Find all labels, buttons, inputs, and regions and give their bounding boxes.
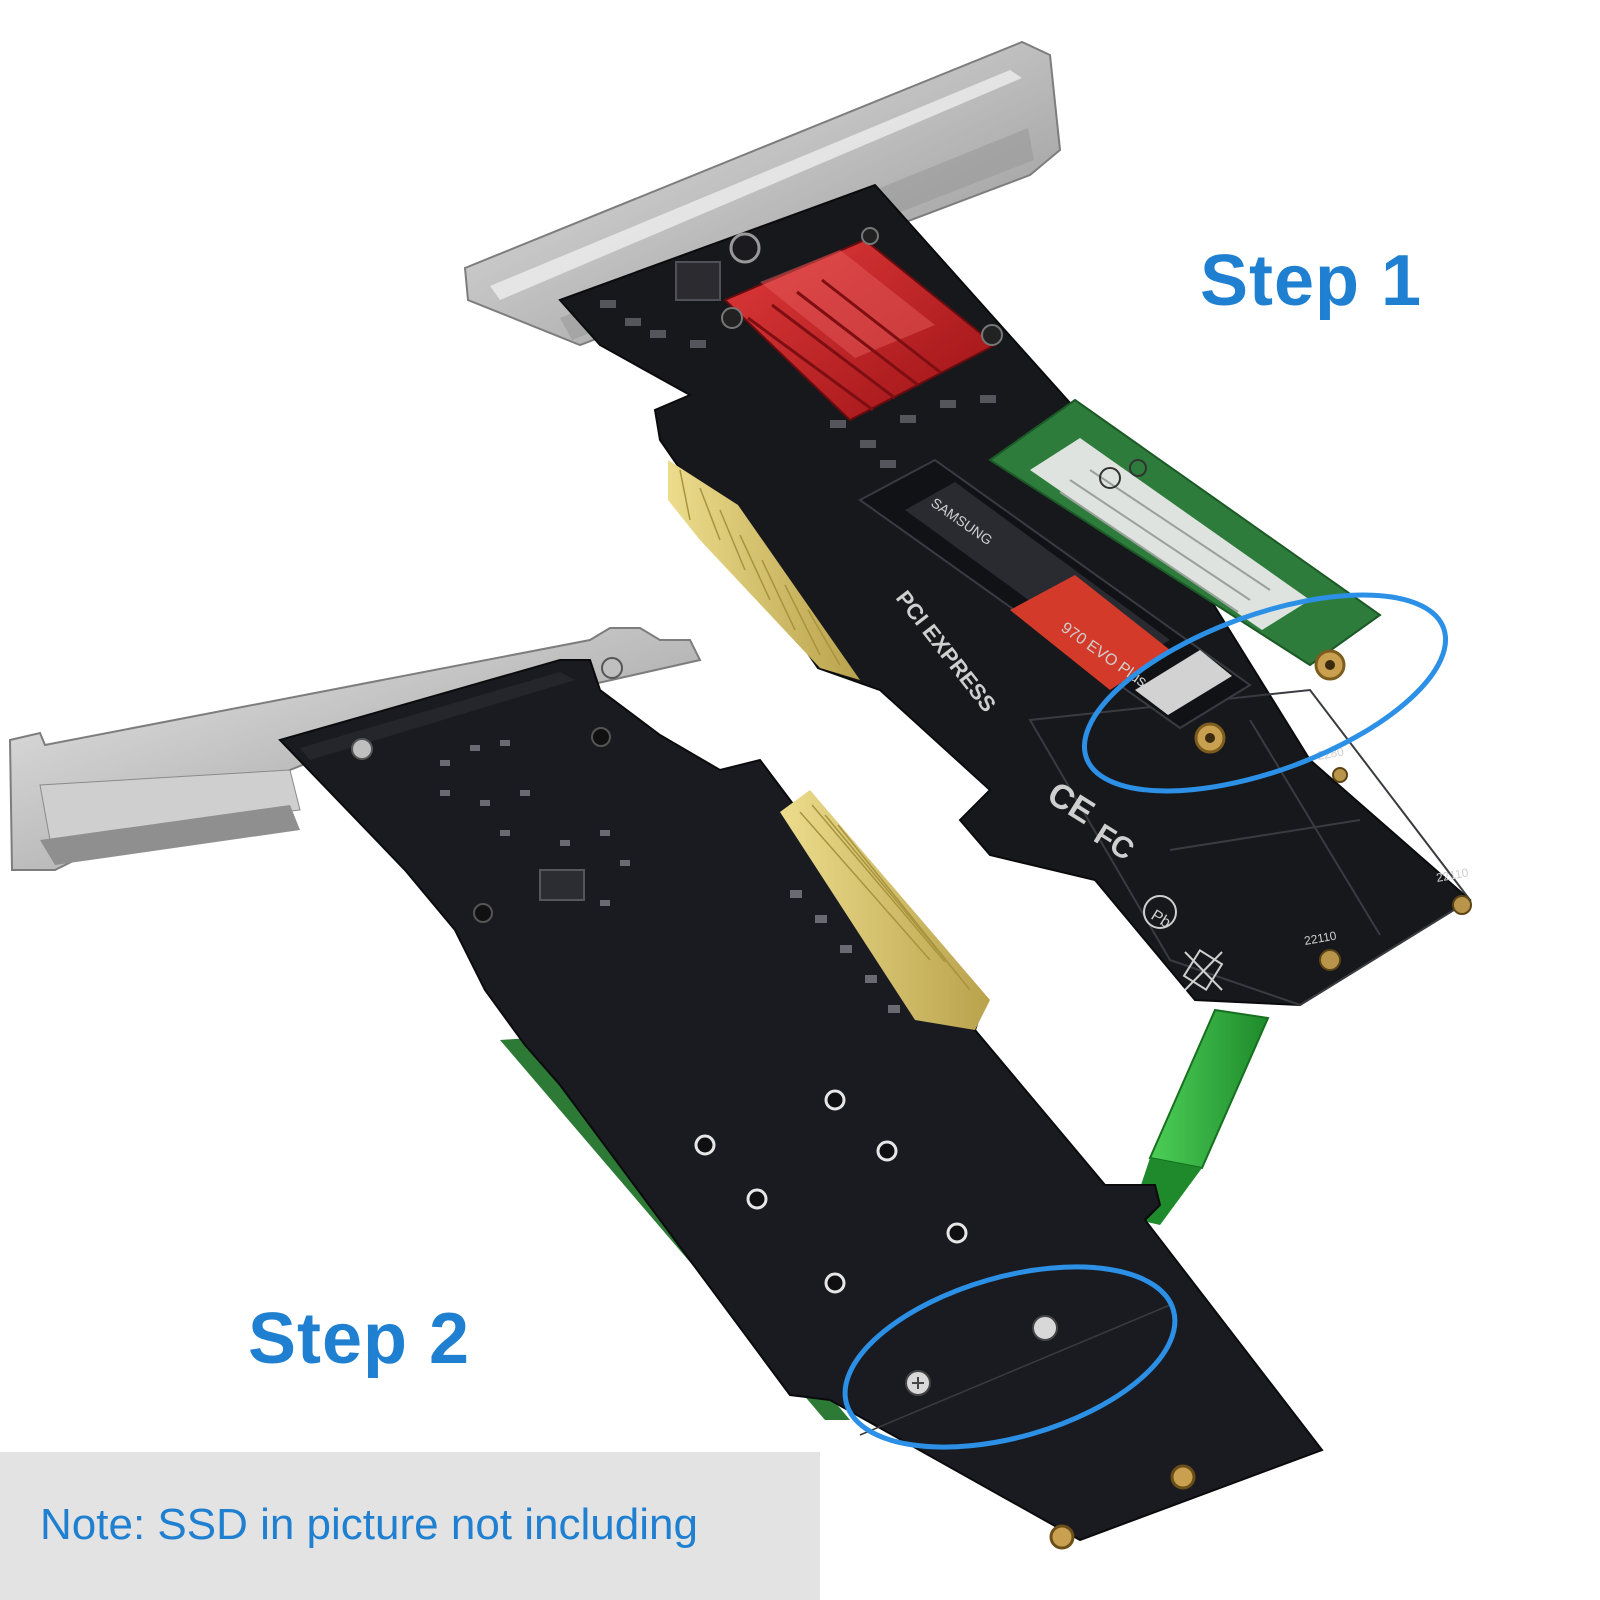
- slot-label-22110-b: 22110: [1303, 928, 1338, 947]
- lower-mounting-holes: [694, 1089, 968, 1294]
- step2-highlight-circle: [842, 1264, 1178, 1450]
- m2-screws: [905, 1315, 1058, 1396]
- step2-label: Step 2: [248, 1299, 471, 1379]
- ssd-green: [988, 398, 1382, 667]
- step1-label: Step 1: [1200, 241, 1423, 321]
- heatsink: [721, 227, 1003, 422]
- lower-adapter-card: [8, 627, 1324, 1550]
- brass-standoffs: [1194, 649, 1472, 971]
- upper-adapter-card: SAMSUNG 970 EVO Plus PCI EXPRESS CE FC P…: [463, 40, 1472, 1007]
- step1-highlight-circle: [1081, 592, 1449, 794]
- note-text: Note: SSD in picture not including: [40, 1500, 698, 1549]
- note-banner: [0, 1452, 820, 1600]
- slot-label-22110-a: 22110: [1435, 865, 1470, 884]
- upper-gold-contacts: [668, 460, 860, 680]
- weee-icon: [1182, 949, 1224, 991]
